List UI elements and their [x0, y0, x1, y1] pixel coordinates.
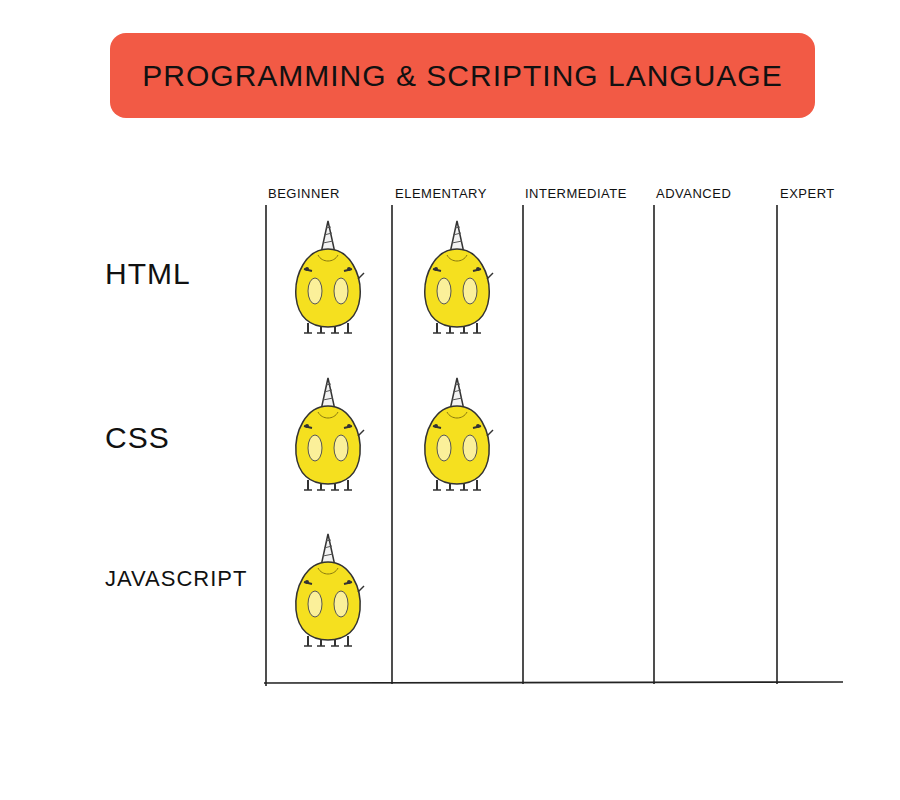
- row-label: HTML: [105, 257, 191, 291]
- unicorn-figure: [296, 378, 364, 490]
- unicorn-figure: [296, 534, 364, 646]
- column-header: ADVANCED: [656, 186, 731, 201]
- column-line: [391, 205, 393, 684]
- column-header: BEGINNER: [268, 186, 340, 201]
- grid-lines: [264, 205, 843, 686]
- column-header: EXPERT: [780, 186, 835, 201]
- title-banner: PROGRAMMING & SCRIPTING LANGUAGE: [110, 33, 815, 118]
- chart-title: PROGRAMMING & SCRIPTING LANGUAGE: [142, 59, 782, 93]
- base-line: [264, 682, 843, 683]
- unicorn-figure: [296, 221, 364, 333]
- column-header: ELEMENTARY: [395, 186, 487, 201]
- column-header: INTERMEDIATE: [525, 186, 627, 201]
- unicorn-figure: [425, 221, 493, 333]
- row-label: CSS: [105, 421, 170, 455]
- column-line: [265, 205, 267, 686]
- column-line: [653, 205, 655, 684]
- column-line: [522, 205, 524, 684]
- unicorn-figure: [425, 378, 493, 490]
- column-line: [776, 205, 778, 684]
- row-label: JAVASCRIPT: [105, 566, 247, 592]
